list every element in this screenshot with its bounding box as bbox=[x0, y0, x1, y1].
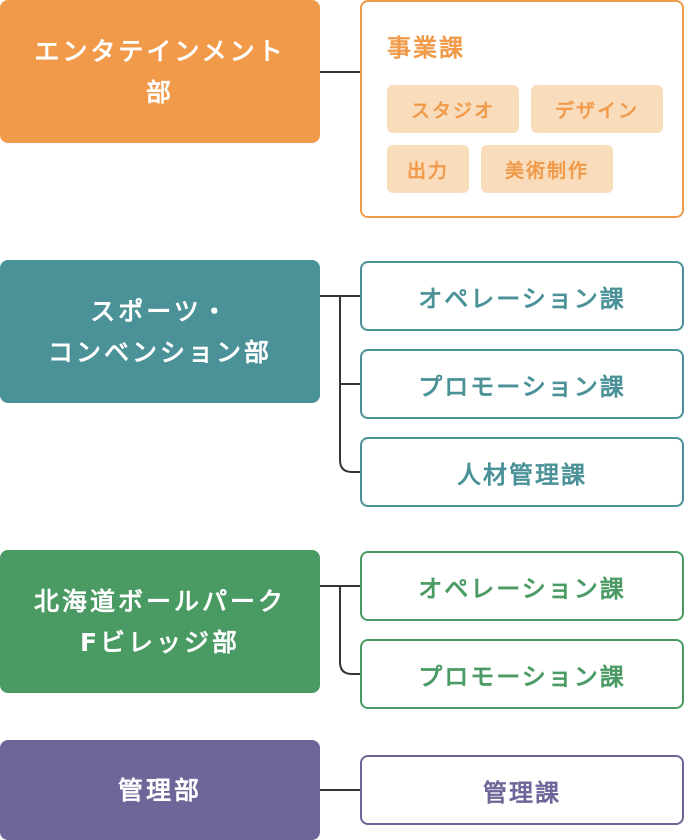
management-section: 管理課 bbox=[360, 755, 684, 825]
entertainment-department: エンタテインメント 部 bbox=[0, 0, 320, 143]
sports-operations-section: オペレーション課 bbox=[360, 261, 684, 331]
department-name-line: コンベンション部 bbox=[47, 337, 272, 367]
department-name-line: 北海道ボールパーク bbox=[33, 586, 286, 616]
ballpark-operations-section: オペレーション課 bbox=[360, 551, 684, 621]
business-section-title: 事業課 bbox=[387, 34, 465, 62]
business-section-box: 事業課 スタジオ デザイン 出力 美術制作 bbox=[360, 0, 684, 218]
department-name-line: エンタテインメント bbox=[34, 36, 286, 66]
sports-convention-department: スポーツ・ コンベンション部 bbox=[0, 260, 320, 403]
connector-bracket bbox=[320, 585, 360, 675]
connector-line bbox=[320, 789, 360, 791]
sports-promotion-section: プロモーション課 bbox=[360, 349, 684, 419]
department-name-line: Fビレッジ部 bbox=[79, 627, 241, 657]
tag-output: 出力 bbox=[387, 145, 469, 193]
tag-design: デザイン bbox=[531, 85, 663, 133]
connector-bracket bbox=[320, 295, 360, 473]
department-name-line: 部 bbox=[145, 77, 174, 107]
tag-art-production: 美術制作 bbox=[481, 145, 613, 193]
management-department: 管理部 bbox=[0, 740, 320, 840]
tag-studio: スタジオ bbox=[387, 85, 519, 133]
connector-line bbox=[320, 71, 360, 73]
ballpark-department: 北海道ボールパーク Fビレッジ部 bbox=[0, 550, 320, 693]
department-name-line: 管理部 bbox=[117, 775, 202, 805]
department-name-line: スポーツ・ bbox=[90, 296, 230, 326]
sports-hr-section: 人材管理課 bbox=[360, 437, 684, 507]
ballpark-promotion-section: プロモーション課 bbox=[360, 639, 684, 709]
